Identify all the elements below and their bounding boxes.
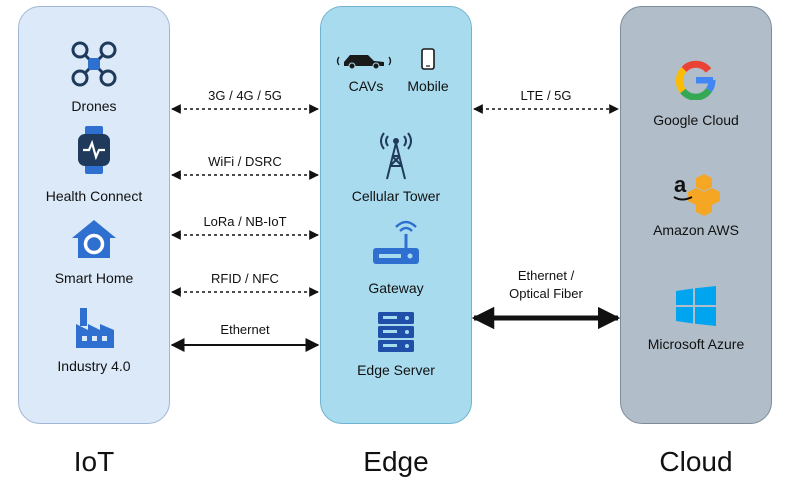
google-icon	[676, 60, 716, 100]
factory-icon	[74, 306, 116, 350]
router-icon	[370, 220, 422, 268]
mobile-label: Mobile	[407, 78, 449, 94]
car-icon	[336, 50, 392, 70]
microsoft-azure-label: Microsoft Azure	[647, 336, 745, 352]
gateway-label: Gateway	[368, 280, 424, 296]
drones-label: Drones	[71, 98, 117, 114]
iot-panel	[18, 6, 170, 424]
mobile-phone-icon	[421, 48, 435, 70]
cloud-panel	[620, 6, 772, 424]
conn-label-ethernet: Ethernet	[220, 322, 270, 337]
edge-panel	[320, 6, 472, 424]
google-cloud-label: Google Cloud	[653, 112, 739, 128]
conn-label-rfid: RFID / NFC	[211, 271, 279, 286]
conn-label-ethernet-fiber-2: Optical Fiber	[509, 286, 583, 301]
aws-icon: a	[672, 170, 720, 216]
cloud-title: Cloud	[659, 446, 733, 477]
amazon-aws-label: Amazon AWS	[653, 222, 739, 238]
smart-home-label: Smart Home	[54, 270, 134, 286]
health-connect-label: Health Connect	[45, 188, 143, 204]
cavs-label: CAVs	[348, 78, 384, 94]
smartwatch-icon	[76, 126, 112, 174]
server-icon	[376, 310, 416, 354]
cell-tower-icon	[380, 130, 412, 180]
smart-home-icon	[70, 218, 118, 260]
conn-label-lora: LoRa / NB-IoT	[203, 214, 287, 229]
edge-server-label: Edge Server	[357, 362, 435, 378]
industry-label: Industry 4.0	[57, 358, 131, 374]
edge-title: Edge	[363, 446, 429, 477]
windows-icon	[676, 286, 716, 326]
conn-label-wifi: WiFi / DSRC	[208, 154, 282, 169]
iot-title: IoT	[73, 446, 115, 477]
cellular-tower-label: Cellular Tower	[351, 188, 441, 204]
conn-label-ethernet-fiber-1: Ethernet /	[517, 268, 575, 283]
conn-label-lte: LTE / 5G	[520, 88, 572, 103]
svg-text:a: a	[674, 172, 687, 197]
drone-icon	[70, 40, 118, 88]
conn-label-cellular: 3G / 4G / 5G	[208, 88, 282, 103]
